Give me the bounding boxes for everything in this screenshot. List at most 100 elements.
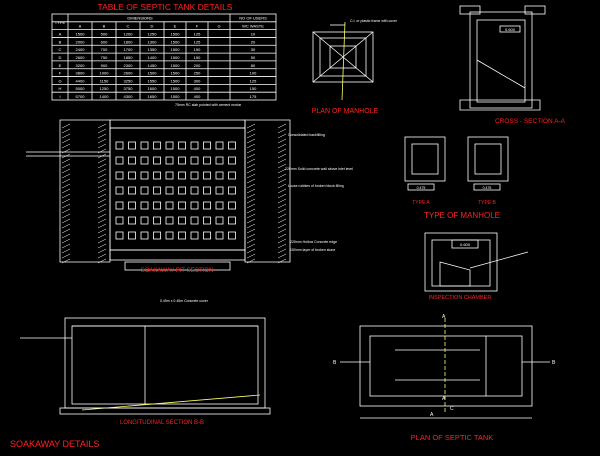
table-cell: 300 [194, 78, 201, 83]
soil-hatch [246, 173, 256, 179]
table-cell: 1500 [171, 78, 181, 83]
soil-hatch [61, 193, 71, 199]
table-cell: 1000 [100, 71, 110, 76]
table-cell: 400 [194, 94, 201, 99]
soil-hatch [97, 193, 107, 199]
pit-block-opening [190, 186, 199, 195]
pit-block-opening [140, 231, 149, 240]
soil-hatch [61, 123, 71, 129]
soil-hatch [97, 228, 107, 234]
table-header: A [79, 23, 82, 28]
pit-block-opening [115, 186, 124, 195]
table-cell: 1500 [76, 32, 86, 37]
soil-hatch [97, 203, 107, 209]
table-cell: 100 [250, 71, 257, 76]
pit-block-opening [153, 201, 161, 210]
section-mark-C: C [450, 406, 454, 412]
soil-hatch [246, 253, 256, 259]
pit-block-opening [190, 156, 199, 165]
pit-block-opening [178, 171, 186, 180]
cover-slab-note: 0.45m x 0.45m Concrete cover [160, 299, 209, 303]
soil-hatch [246, 233, 256, 239]
table-cell: 200 [194, 63, 201, 68]
soil-hatch [277, 133, 287, 139]
pit-block-opening [215, 201, 224, 210]
longitudinal-label: LONGITUDINAL SECTION B-B [120, 420, 204, 426]
manhole-type-b [467, 136, 509, 191]
pit-block-opening [215, 156, 224, 165]
pit-block-opening [140, 171, 149, 180]
plan-manhole-label: PLAN OF MANHOLE [312, 108, 379, 115]
pit-block-opening [128, 216, 136, 225]
table-header: B [103, 23, 106, 28]
soil-hatch [97, 148, 107, 154]
table-header: TYPE [55, 20, 66, 25]
soakaway-pit [26, 119, 291, 271]
pit-block-opening [215, 141, 224, 150]
table-cell: H [59, 86, 62, 91]
table-cell: 500 [101, 32, 108, 37]
soil-hatch [246, 223, 256, 229]
table-cell: F [59, 71, 62, 76]
table-cell: 1350 [148, 47, 158, 52]
soil-hatch [97, 133, 107, 139]
section-mark-A3: A [430, 412, 434, 418]
pit-block-opening [203, 141, 211, 150]
soil-hatch [277, 253, 287, 259]
table-cell: 1250 [148, 32, 158, 37]
septic-plan [340, 318, 550, 419]
soil-hatch [97, 123, 107, 129]
soil-hatch [277, 168, 287, 174]
pit-block-opening [153, 156, 161, 165]
table-cell: 1500 [148, 71, 158, 76]
soil-hatch [277, 183, 287, 189]
pit-block-opening [115, 141, 124, 150]
soil-hatch [246, 213, 256, 219]
table-title: TABLE OF SEPTIC TANK DETAILS [98, 2, 233, 12]
table-header: NO OF USERS [239, 15, 267, 20]
pit-block-opening [128, 156, 136, 165]
table-cell: 250 [194, 71, 201, 76]
soil-hatch [97, 258, 107, 264]
pit-block-opening [153, 231, 161, 240]
table-cell: 4400 [76, 78, 86, 83]
hollow-block-note: 225mm Hollow Concrete edge [290, 240, 337, 244]
dim-0475-b: 0.475 [483, 186, 492, 190]
pit-block-opening [190, 231, 199, 240]
pit-block-opening [215, 186, 224, 195]
soil-hatch [61, 228, 71, 234]
section-mark-A2: A [442, 396, 446, 402]
soil-hatch [61, 163, 71, 169]
soil-hatch [61, 213, 71, 219]
soil-hatch [97, 183, 107, 189]
soil-hatch [97, 163, 107, 169]
soil-hatch [97, 248, 107, 254]
pit-block-opening [215, 171, 224, 180]
soil-hatch [277, 243, 287, 249]
soil-hatch [277, 173, 287, 179]
dim-0475-a: 0.475 [417, 186, 426, 190]
table-cell: 1400 [148, 55, 158, 60]
solid-block-note: 225mm Solid concrete wall above inlet le… [285, 167, 353, 171]
table-cell: 1800 [124, 39, 134, 44]
pit-block-opening [203, 171, 211, 180]
pit-block-opening [228, 171, 236, 180]
soil-hatch [246, 258, 256, 264]
table-cell: 700 [101, 47, 108, 52]
loose-rubble-note: Loose rubbles of broken block filling [288, 184, 344, 188]
table-cell: 80 [251, 63, 256, 68]
pit-block-opening [115, 231, 124, 240]
table-cell: 175 [250, 94, 257, 99]
soil-hatch [277, 208, 287, 214]
table-cell: 600 [101, 39, 108, 44]
table-cell: 2600 [76, 55, 86, 60]
soil-hatch [246, 228, 256, 234]
soil-hatch [61, 238, 71, 244]
soil-hatch [97, 153, 107, 159]
table-cell: I [59, 94, 60, 99]
table-cell: 900 [101, 63, 108, 68]
section-mark-A1: A [442, 314, 446, 320]
pit-block-opening [153, 171, 161, 180]
pit-block-opening [140, 156, 149, 165]
table-cell: 2300 [124, 63, 134, 68]
